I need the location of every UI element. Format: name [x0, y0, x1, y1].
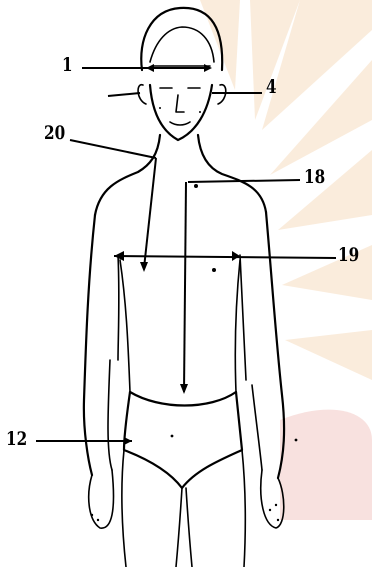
- measure-line-4: [108, 93, 262, 96]
- label-4: 4: [266, 78, 277, 97]
- briefs-outline: [122, 392, 245, 567]
- label-1: 1: [62, 56, 73, 75]
- label-12: 12: [6, 430, 27, 449]
- label-18: 18: [304, 168, 325, 187]
- label-19: 19: [338, 246, 359, 265]
- measure-line-19: [114, 251, 336, 261]
- label-20: 20: [44, 124, 65, 143]
- measure-line-18: [180, 180, 300, 394]
- measure-line-20: [70, 140, 156, 272]
- measure-line-12: [36, 437, 132, 445]
- speckle-dots: [91, 107, 298, 521]
